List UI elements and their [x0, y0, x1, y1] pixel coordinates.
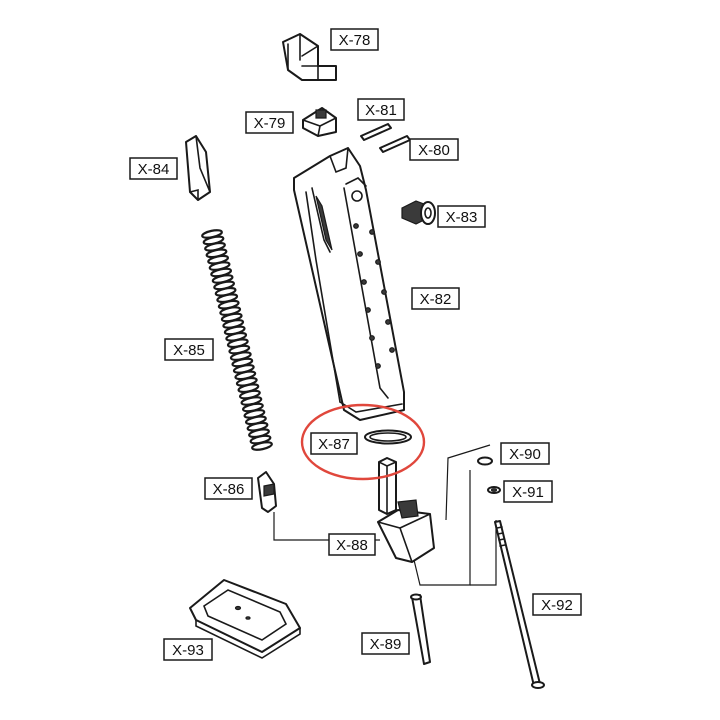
part-x90-washer: [477, 456, 493, 466]
part-x86-spring-base: [257, 471, 277, 513]
svg-text:X-87: X-87: [318, 436, 350, 453]
part-x79: [302, 107, 337, 137]
svg-text:X-86: X-86: [213, 481, 245, 498]
svg-text:X-80: X-80: [418, 142, 450, 159]
svg-text:X-81: X-81: [365, 102, 397, 119]
svg-text:X-84: X-84: [138, 161, 170, 178]
part-x92-screw: [494, 520, 545, 689]
label-x86: X-86: [204, 477, 253, 500]
label-x85: X-85: [164, 338, 214, 361]
label-x91: X-91: [503, 480, 553, 503]
label-x89: X-89: [361, 632, 410, 655]
part-x88-follower: [377, 457, 435, 563]
label-x90: X-90: [500, 442, 550, 465]
part-x91-washer: [487, 486, 501, 494]
label-x87: X-87: [310, 432, 358, 455]
svg-text:X-92: X-92: [541, 597, 573, 614]
part-x87-o-ring: [364, 429, 412, 445]
label-x78: X-78: [330, 28, 379, 51]
part-x85-spring: [201, 229, 273, 451]
label-x83: X-83: [437, 205, 486, 228]
part-x84-spring-cap: [185, 135, 211, 201]
label-x82: X-82: [411, 287, 460, 310]
part-x82-magazine-body: [293, 147, 405, 421]
label-x81: X-81: [357, 98, 405, 121]
label-x88: X-88: [328, 533, 376, 556]
part-x78: [282, 33, 337, 81]
label-x79: X-79: [245, 111, 294, 134]
part-x83-valve: [401, 200, 436, 225]
svg-text:X-93: X-93: [172, 642, 204, 659]
part-x89-rod: [410, 593, 431, 665]
part-x93-base-plate: [189, 579, 301, 659]
svg-text:X-89: X-89: [370, 636, 402, 653]
highlight-ellipse-x87: [300, 403, 426, 481]
part-x80-pin: [379, 135, 411, 153]
label-x93: X-93: [163, 638, 213, 661]
svg-text:X-83: X-83: [446, 209, 478, 226]
svg-text:X-91: X-91: [512, 484, 544, 501]
part-x81-pin: [360, 123, 392, 141]
svg-text:X-90: X-90: [509, 446, 541, 463]
svg-text:X-85: X-85: [173, 342, 205, 359]
svg-text:X-82: X-82: [420, 291, 452, 308]
label-x84: X-84: [129, 157, 178, 180]
label-x92: X-92: [532, 593, 582, 616]
spring-coil: [251, 441, 273, 451]
label-x80: X-80: [409, 138, 459, 161]
svg-text:X-88: X-88: [336, 537, 368, 554]
svg-text:X-78: X-78: [339, 32, 371, 49]
svg-text:X-79: X-79: [254, 115, 286, 132]
